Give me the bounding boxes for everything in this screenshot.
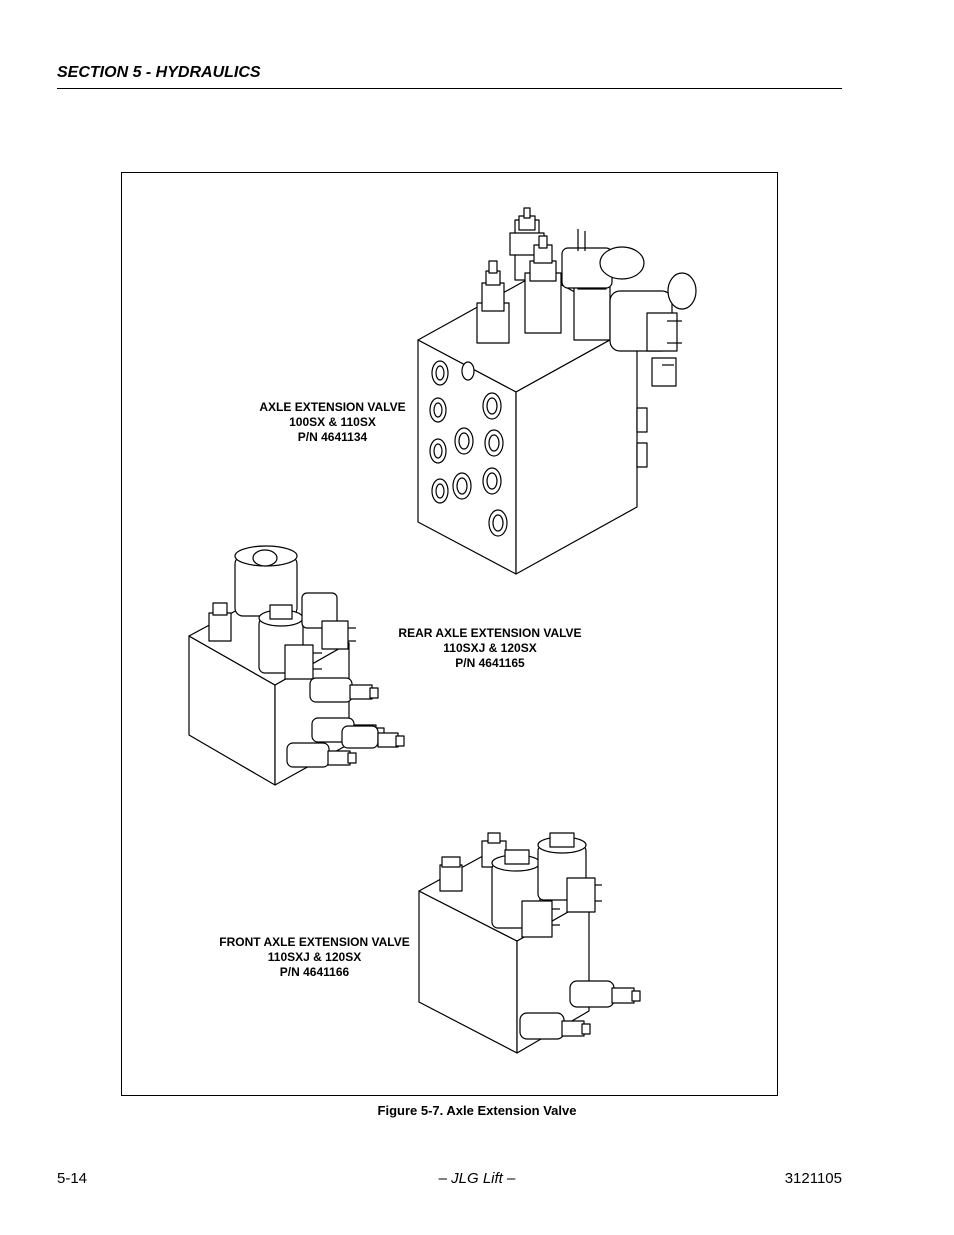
figure-frame: AXLE EXTENSION VALVE 100SX & 110SX P/N 4… <box>121 172 778 1096</box>
valve-drawings <box>188 207 697 1054</box>
header-rule <box>57 88 842 89</box>
callout-line: AXLE EXTENSION VALVE <box>259 400 406 414</box>
callout-rear-axle-extension-valve: REAR AXLE EXTENSION VALVE 110SXJ & 120SX… <box>385 626 595 671</box>
callout-line: 100SX & 110SX <box>289 415 376 429</box>
callout-line: 110SXJ & 120SX <box>267 950 362 964</box>
callout-line: 110SXJ & 120SX <box>443 641 537 655</box>
document-number: 3121105 <box>784 1170 842 1187</box>
footer-brand: – JLG Lift – <box>438 1170 516 1187</box>
front-axle-extension-valve-drawing <box>418 832 641 1054</box>
callout-front-axle-extension-valve: FRONT AXLE EXTENSION VALVE 110SXJ & 120S… <box>207 935 422 980</box>
callout-line: P/N 4641134 <box>297 430 368 444</box>
figure-caption: Figure 5-7. Axle Extension Valve <box>377 1103 577 1118</box>
callout-line: FRONT AXLE EXTENSION VALVE <box>219 935 410 949</box>
callout-axle-extension-valve: AXLE EXTENSION VALVE 100SX & 110SX P/N 4… <box>240 400 425 445</box>
callout-line: P/N 4641165 <box>455 656 525 670</box>
callout-line: P/N 4641166 <box>279 965 350 979</box>
callout-line: REAR AXLE EXTENSION VALVE <box>398 626 582 640</box>
section-title: SECTION 5 - HYDRAULICS <box>57 64 261 81</box>
rear-axle-extension-valve-drawing <box>188 545 405 786</box>
page-number: 5-14 <box>57 1170 88 1187</box>
axle-extension-valve-drawing <box>417 207 697 575</box>
